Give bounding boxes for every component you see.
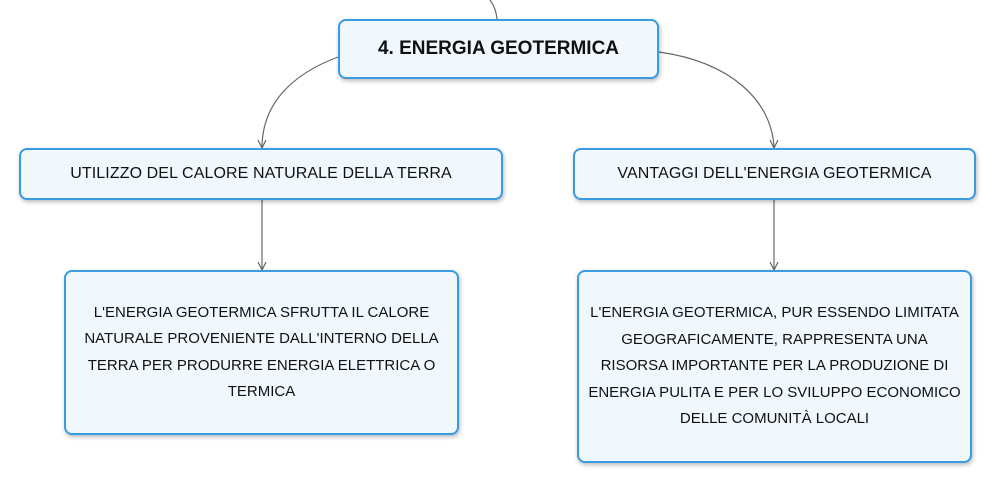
leaf-node-vantaggi-detail[interactable]: L'ENERGIA GEOTERMICA, PUR ESSENDO LIMITA… bbox=[577, 270, 972, 463]
root-topic-node[interactable]: 4. ENERGIA GEOTERMICA bbox=[338, 19, 659, 79]
branch-node-utilizzo[interactable]: UTILIZZO DEL CALORE NATURALE DELLA TERRA bbox=[19, 148, 503, 200]
connector-parent-to-root bbox=[489, 0, 498, 20]
branch-label-vantaggi: VANTAGGI DELL'ENERGIA GEOTERMICA bbox=[617, 165, 932, 182]
leaf-text-vantaggi: L'ENERGIA GEOTERMICA, PUR ESSENDO LIMITA… bbox=[588, 304, 961, 428]
connector-root-to-branch-2 bbox=[658, 51, 775, 149]
branch-label-utilizzo: UTILIZZO DEL CALORE NATURALE DELLA TERRA bbox=[70, 165, 452, 182]
branch-node-vantaggi[interactable]: VANTAGGI DELL'ENERGIA GEOTERMICA bbox=[573, 148, 976, 200]
connector-root-to-branch-1 bbox=[261, 56, 339, 149]
root-topic-label: 4. ENERGIA GEOTERMICA bbox=[377, 38, 620, 59]
leaf-node-utilizzo-detail[interactable]: L'ENERGIA GEOTERMICA SFRUTTA IL CALORE N… bbox=[64, 270, 459, 435]
leaf-text-utilizzo: L'ENERGIA GEOTERMICA SFRUTTA IL CALORE N… bbox=[84, 303, 439, 401]
